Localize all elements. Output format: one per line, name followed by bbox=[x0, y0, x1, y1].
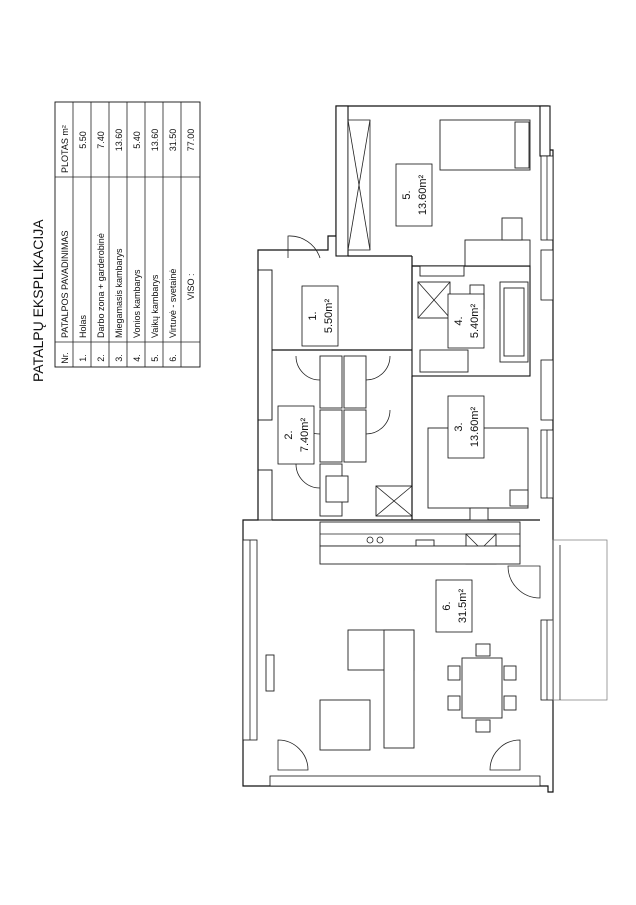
table-row: 6. Virtuvė - svetainė 31.50 bbox=[168, 129, 178, 362]
row-area: 13.60 bbox=[150, 129, 160, 152]
room-label-1: 1. 5.50m² bbox=[301, 285, 339, 347]
total-value: 77.00 bbox=[186, 129, 196, 152]
room-area-3: 13.60m² bbox=[469, 406, 481, 447]
table-frame bbox=[54, 101, 201, 368]
room-number-3: 3. bbox=[453, 422, 465, 431]
room-area-4: 5.40m² bbox=[469, 304, 481, 339]
row-area: 13.60 bbox=[114, 129, 124, 152]
row-nr: 6. bbox=[168, 354, 178, 362]
table-total-row: VISO : 77.00 bbox=[186, 129, 196, 300]
row-area: 7.40 bbox=[96, 131, 106, 149]
living-door-1[interactable] bbox=[277, 739, 309, 771]
desk-room5 bbox=[464, 239, 531, 267]
room-number-5: 5. bbox=[401, 190, 413, 199]
wardrobe-shelves-5 bbox=[343, 409, 367, 463]
living-door-2[interactable] bbox=[489, 739, 521, 771]
wall-top-left bbox=[335, 105, 349, 257]
room-label-3: 3. 13.60m² bbox=[447, 395, 485, 459]
coffee-table bbox=[319, 699, 371, 751]
dining-table bbox=[461, 657, 503, 719]
room-label-4: 4. 5.40m² bbox=[447, 293, 485, 349]
table-row: 5. Vaikų kambarys 13.60 bbox=[150, 129, 160, 362]
room-area-5: 13.60m² bbox=[417, 174, 429, 215]
office-chair bbox=[325, 475, 349, 503]
room-area-2: 7.40m² bbox=[299, 418, 311, 453]
room-area-1: 5.50m² bbox=[323, 299, 335, 334]
sink bbox=[419, 349, 469, 373]
room-label-5: 5. 13.60m² bbox=[395, 163, 433, 227]
explication-table: PATALPŲ EKSPLIKACIJA Nr. PATALPOS PAVADI… bbox=[30, 101, 201, 382]
floor-plan: 1. 5.50m² 2. 7.40m² 3. 13.60m² 4. 5.40m²… bbox=[242, 105, 608, 793]
tv-unit bbox=[265, 654, 275, 692]
header-area: PLOTAS m² bbox=[60, 125, 70, 173]
wall-entrance-2 bbox=[257, 469, 273, 521]
table-row: 1. Holas 5.50 bbox=[78, 131, 88, 362]
row-nr: 4. bbox=[132, 354, 142, 362]
row-nr: 1. bbox=[78, 354, 88, 362]
wash-machine bbox=[419, 265, 465, 277]
kitchen-counter-2 bbox=[319, 545, 521, 565]
row-nr: 5. bbox=[150, 354, 160, 362]
room-label-6: 6. 31.5m² bbox=[435, 579, 473, 633]
wardrobe-shelves-1 bbox=[319, 355, 343, 409]
room-label-2: 2. 7.40m² bbox=[277, 405, 315, 465]
total-label: VISO : bbox=[186, 273, 196, 300]
row-name: Vaikų kambarys bbox=[150, 274, 160, 338]
row-name: Darbo zona + garderobinė bbox=[96, 233, 106, 338]
room-number-4: 4. bbox=[453, 316, 465, 325]
header-nr: Nr. bbox=[60, 352, 70, 364]
row-nr: 3. bbox=[114, 354, 124, 362]
header-name: PATALPOS PAVADINIMAS bbox=[60, 230, 70, 338]
wall-entrance bbox=[257, 269, 273, 421]
chair-room5 bbox=[501, 217, 523, 241]
row-name: Virtuvė - svetainė bbox=[168, 269, 178, 338]
room-area-6: 31.5m² bbox=[457, 589, 469, 624]
row-area: 5.40 bbox=[132, 131, 142, 149]
balcony bbox=[552, 539, 608, 701]
bed-pillow-room5 bbox=[514, 121, 530, 169]
balcony-door[interactable] bbox=[507, 565, 541, 599]
room-number-2: 2. bbox=[283, 430, 295, 439]
wardrobe-shelves-4 bbox=[343, 355, 367, 409]
wall-top-right bbox=[539, 105, 551, 157]
window-2 bbox=[540, 249, 554, 301]
bathroom bbox=[411, 265, 531, 377]
table-title: PATALPŲ EKSPLIKACIJA bbox=[30, 219, 46, 382]
row-name: Holas bbox=[78, 314, 88, 338]
row-area: 31.50 bbox=[168, 129, 178, 152]
table-row: 4. Vonios kambarys 5.40 bbox=[132, 131, 142, 362]
row-area: 5.50 bbox=[78, 131, 88, 149]
window-bottom bbox=[269, 775, 541, 787]
row-nr: 2. bbox=[96, 354, 106, 362]
row-name: Vonios kambarys bbox=[132, 269, 142, 338]
dining-chairs bbox=[447, 643, 517, 733]
bathtub-inner bbox=[503, 287, 525, 357]
wardrobe-shelves-2 bbox=[319, 409, 343, 463]
entrance-door[interactable] bbox=[287, 235, 321, 259]
window-3 bbox=[540, 359, 554, 421]
row-name: Miegamasis kambarys bbox=[114, 248, 124, 338]
table-row: 2. Darbo zona + garderobinė 7.40 bbox=[96, 131, 106, 362]
sofa-back bbox=[383, 629, 415, 749]
room-number-6: 6. bbox=[441, 601, 453, 610]
table-row: 3. Miegamasis kambarys 13.60 bbox=[114, 129, 124, 362]
nightstand-2 bbox=[469, 507, 489, 521]
nightstand-1 bbox=[509, 489, 529, 507]
room-number-1: 1. bbox=[307, 311, 319, 320]
